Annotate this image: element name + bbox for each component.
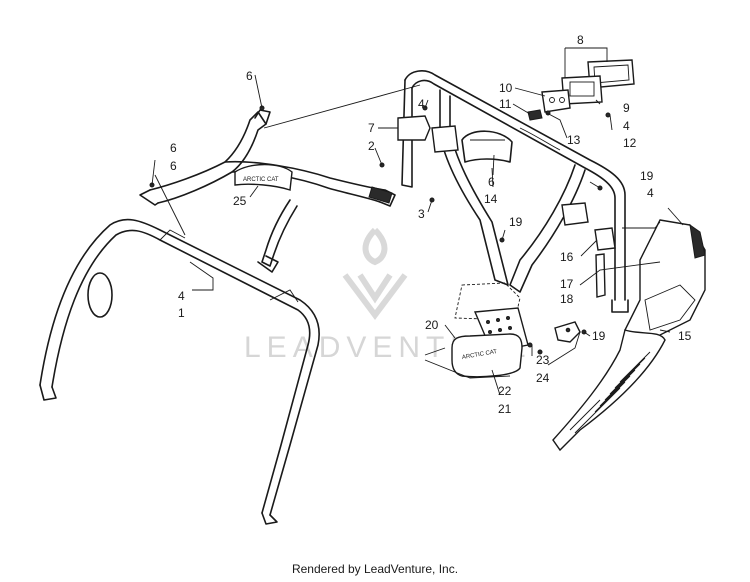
panel-rib-pattern — [569, 351, 651, 434]
callout-22: 22 — [498, 384, 512, 398]
handle-bar-assembly: ARCTIC CAT — [139, 109, 396, 273]
callout-19a: 19 — [509, 215, 523, 229]
rear-side-panel — [552, 219, 706, 452]
callout-3: 3 — [418, 207, 425, 221]
callout-21: 21 — [498, 402, 512, 416]
callout-5: 6 — [170, 159, 177, 173]
callout-4a: 4 — [178, 289, 185, 303]
callout-11: 11 — [499, 97, 512, 111]
callout-4d: 4 — [647, 186, 654, 200]
callout-numbers: 6 6 6 25 4 1 4 7 2 3 8 10 11 9 4 13 12 6… — [170, 33, 692, 416]
leader-lines — [151, 47, 684, 396]
callout-10: 10 — [499, 81, 513, 95]
callout-6c: 6 — [488, 175, 495, 189]
rear-plate-assembly: ARCTIC CAT — [451, 282, 581, 378]
callout-7: 7 — [368, 121, 375, 135]
callout-20: 20 — [425, 318, 439, 332]
callout-14: 14 — [484, 192, 498, 206]
footer-credit: Rendered by LeadVenture, Inc. — [291, 562, 459, 576]
handle-bar-decal-text: ARCTIC CAT — [243, 177, 279, 183]
callout-1: 1 — [178, 306, 185, 320]
callout-25: 25 — [233, 194, 247, 208]
callout-24: 24 — [536, 371, 550, 385]
callout-23: 23 — [536, 353, 550, 367]
callout-6a: 6 — [246, 69, 253, 83]
watermark-logo-icon — [342, 227, 408, 320]
callout-15: 15 — [678, 329, 692, 343]
callout-2: 2 — [368, 139, 375, 153]
callout-18: 18 — [560, 292, 574, 306]
front-roll-bar — [39, 218, 320, 525]
callout-12: 12 — [623, 136, 637, 150]
callout-9: 9 — [623, 101, 630, 115]
rear-roll-cage — [397, 70, 629, 313]
callout-13: 13 — [567, 133, 581, 147]
callout-4b: 4 — [418, 97, 425, 111]
callout-19b: 19 — [640, 169, 654, 183]
light-assembly — [527, 59, 635, 121]
callout-19c: 19 — [592, 329, 606, 343]
callout-4c: 4 — [623, 119, 630, 133]
callout-6b: 6 — [170, 141, 177, 155]
callout-17: 17 — [560, 277, 574, 291]
callout-16: 16 — [560, 250, 574, 264]
callout-8: 8 — [577, 33, 584, 47]
